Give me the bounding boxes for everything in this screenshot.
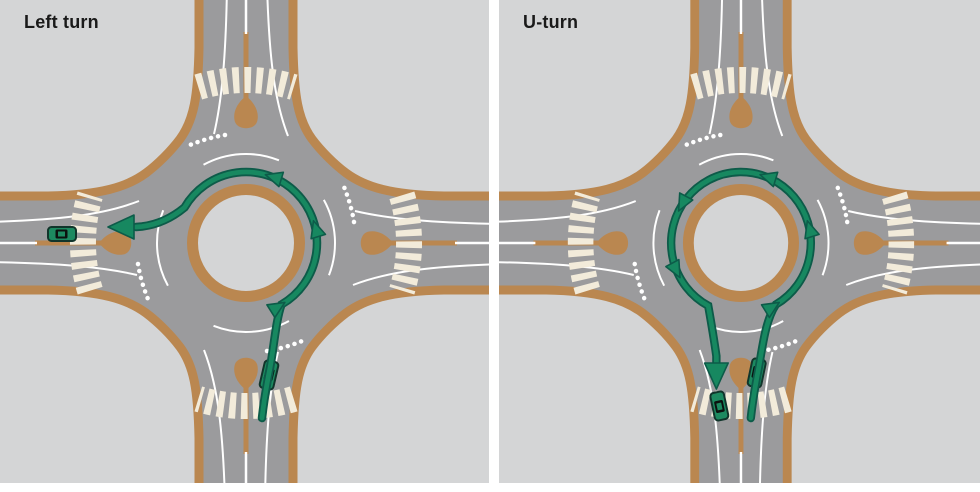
panel-left-turn: Left turn <box>0 0 489 483</box>
roundabout-base <box>499 0 980 483</box>
u-turn-route <box>665 166 820 423</box>
u-turn-diagram <box>499 0 980 483</box>
car-exiting <box>47 226 77 242</box>
panel-u-turn: U-turn <box>499 0 980 483</box>
panel-title-left-turn: Left turn <box>24 12 99 32</box>
panel-title-u-turn: U-turn <box>523 12 579 32</box>
left-turn-diagram <box>0 0 489 483</box>
left-turn-route <box>107 166 327 423</box>
